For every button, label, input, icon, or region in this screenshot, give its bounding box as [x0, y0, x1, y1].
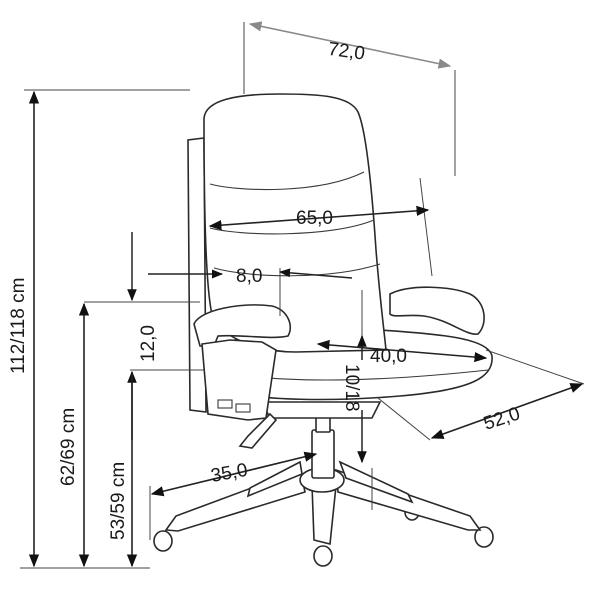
label-seat-height: 53/59 cm: [108, 462, 129, 540]
tilt-mechanism: [238, 401, 382, 449]
dimension-lines: [20, 21, 585, 569]
label-base-radius: 35,0: [209, 460, 249, 487]
label-armrest-height: 12,0: [138, 325, 159, 362]
gas-cylinder: [311, 411, 335, 479]
label-seat-depth: 52,0: [481, 403, 523, 434]
label-seat-width: 40,0: [370, 346, 407, 367]
label-armrest-floor-height: 62/69 cm: [58, 408, 79, 486]
chair-illustration: [153, 93, 494, 567]
label-lumbar-depth: 8,0: [236, 266, 262, 287]
label-gas-lift: 10/18: [341, 364, 362, 412]
label-width-top: 72,0: [327, 39, 367, 65]
label-total-height: 112/118 cm: [8, 278, 29, 374]
armrest-right: [389, 286, 485, 335]
armrest-left: [193, 304, 292, 421]
label-backrest-width: 65,0: [296, 208, 333, 229]
